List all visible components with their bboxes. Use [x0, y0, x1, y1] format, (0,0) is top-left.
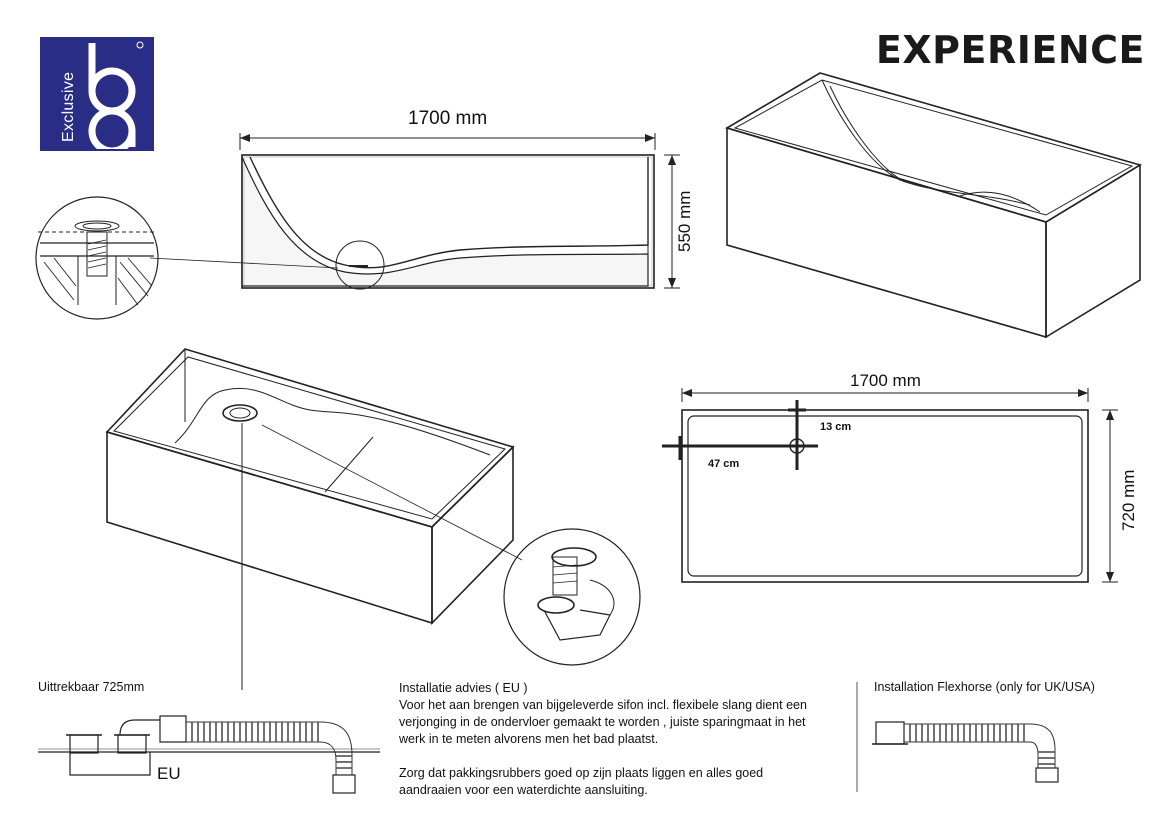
top-length-label: 1700 mm	[850, 371, 921, 390]
install-eu-title: Installatie advies ( EU )	[399, 681, 528, 695]
product-title: EXPERIENCE	[875, 28, 1145, 72]
side-view-drawing	[149, 133, 680, 290]
install-eu-line: verjonging in de ondervloer gemaakt te w…	[399, 715, 806, 729]
top-width-label: 720 mm	[1119, 469, 1138, 531]
drain-offset-y-label: 13 cm	[820, 421, 852, 433]
eu-tag: EU	[157, 764, 181, 783]
brand-logo: Exclusive	[40, 37, 154, 151]
top-view-drawing	[662, 388, 1118, 583]
bathtub-iso-view-left	[105, 348, 523, 690]
install-eu-line: Zorg dat pakkingsrubbers goed op zijn pl…	[399, 766, 764, 780]
install-flex-title: Installation Flexhorse (only for UK/USA)	[874, 680, 1095, 694]
flexhose-drawing	[872, 721, 1059, 783]
install-eu-line: werk in te meten alvorens men het bad pl…	[399, 732, 659, 746]
side-length-label: 1700 mm	[408, 108, 488, 129]
install-eu-line: aandraaien voor een waterdichte aansluit…	[399, 783, 648, 797]
drain-detail-drawing	[35, 196, 159, 320]
install-eu-line: Voor het aan brengen van bijgeleverde si…	[399, 698, 807, 712]
extractable-caption: Uittrekbaar 725mm	[38, 680, 145, 694]
eu-sifon-drawing	[38, 715, 380, 794]
side-height-label: 550 mm	[675, 190, 694, 252]
logo-bd-mark	[88, 41, 144, 149]
bathtub-iso-view-right	[725, 72, 1142, 339]
drain-offset-x-label: 47 cm	[708, 458, 740, 470]
sifon-detail-drawing	[503, 528, 641, 666]
install-eu-block: Installatie advies ( EU ) Voor het aan b…	[399, 680, 807, 799]
